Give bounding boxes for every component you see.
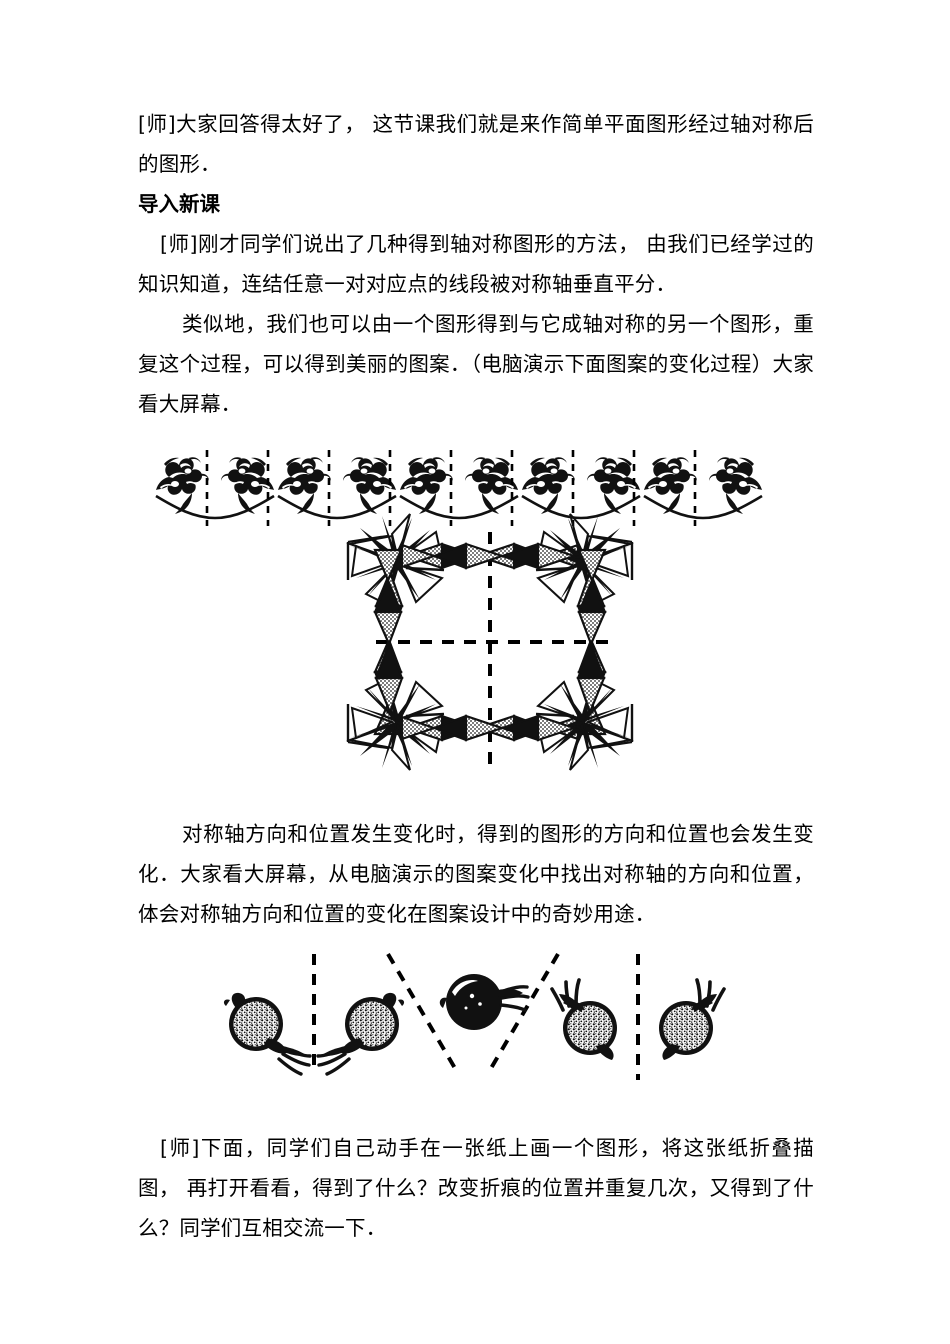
figure-birds-canvas bbox=[138, 952, 814, 1102]
paragraph-2: [师]刚才同学们说出了几种得到轴对称图形的方法， 由我们已经学过的知识知道，连结… bbox=[138, 232, 814, 296]
bird-3 bbox=[438, 972, 530, 1032]
spacer-after-figure-2 bbox=[138, 1102, 814, 1128]
bird-axis-2 bbox=[386, 952, 458, 1072]
bird-5 bbox=[657, 978, 726, 1062]
section-heading-import-new-lesson: 导入新课 bbox=[138, 192, 220, 216]
spacer-before-figure-1 bbox=[138, 424, 814, 450]
bird-axis-3 bbox=[488, 952, 560, 1072]
ornamental-border bbox=[155, 457, 763, 520]
spacer-after-figure-1 bbox=[138, 780, 814, 814]
bird-2 bbox=[316, 991, 406, 1076]
bird-4 bbox=[550, 978, 619, 1062]
paragraph-3: 类似地，我们也可以由一个图形得到与它成轴对称的另一个图形，重复这个过程，可以得到… bbox=[138, 312, 814, 416]
bird-1 bbox=[222, 991, 312, 1076]
figure-pinwheel-canvas bbox=[138, 450, 814, 780]
paragraph-5: [师]下面，同学们自己动手在一张纸上画一个图形，将这张纸折叠描图， 再打开看看，… bbox=[138, 1136, 814, 1240]
paragraph-4: 对称轴方向和位置发生变化时，得到的图形的方向和位置也会发生变化．大家看大屏幕，从… bbox=[138, 822, 814, 926]
figure-pinwheel bbox=[138, 450, 814, 780]
spacer-before-figure-2 bbox=[138, 934, 814, 952]
document-content: [师]大家回答得太好了， 这节课我们就是来作简单平面图形经过轴对称后的图形． 导… bbox=[138, 104, 814, 1248]
figure-birds bbox=[138, 952, 814, 1102]
paragraph-1: [师]大家回答得太好了， 这节课我们就是来作简单平面图形经过轴对称后的图形． bbox=[138, 112, 814, 176]
